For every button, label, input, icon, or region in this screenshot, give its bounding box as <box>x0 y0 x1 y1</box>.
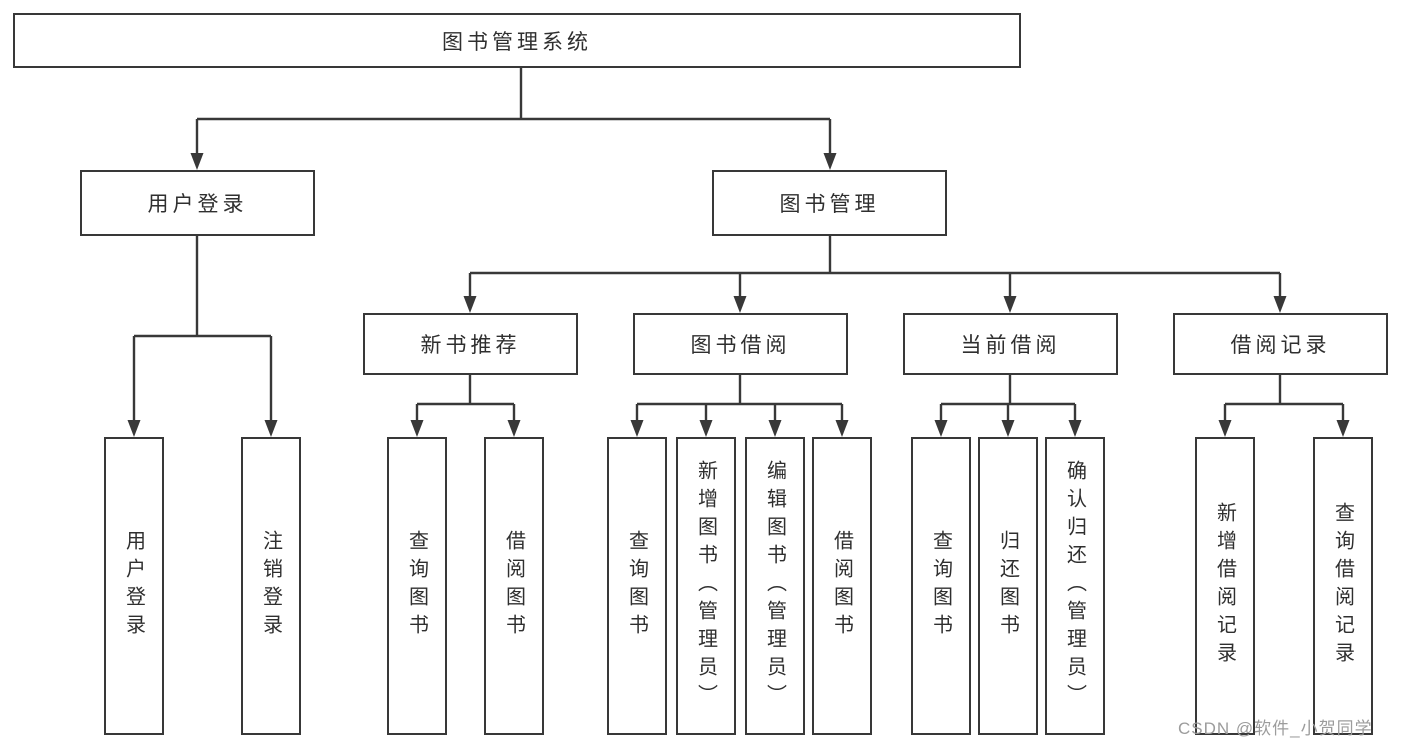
connector-currentborrow-to-leaves <box>939 375 1077 422</box>
leaf-records-query-record: 查询借阅记录 <box>1313 437 1373 735</box>
arrow-down-icon <box>1068 420 1082 437</box>
leaf-newbooks-borrow-book: 借阅图书 <box>484 437 544 735</box>
arrow-down-icon <box>835 420 849 437</box>
node-label: 图书管理 <box>779 193 880 216</box>
leaf-label: 注销登录 <box>259 530 282 642</box>
leaf-current-confirm-return-admin: 确认归还（管理员） <box>1045 437 1105 735</box>
arrow-down-icon <box>463 296 477 313</box>
node-user-login: 用户登录 <box>80 170 315 236</box>
leaf-borrow-edit-book-admin: 编辑图书（管理员） <box>745 437 805 735</box>
node-borrow-records: 借阅记录 <box>1173 313 1388 375</box>
arrow-down-icon <box>768 420 782 437</box>
leaf-label: 新增借阅记录 <box>1213 502 1236 670</box>
node-book-management: 图书管理 <box>712 170 947 236</box>
node-label: 借阅记录 <box>1230 334 1331 357</box>
leaf-label: 借阅图书 <box>830 530 853 642</box>
leaf-label: 新增图书（管理员） <box>694 460 717 712</box>
leaf-current-return-book: 归还图书 <box>978 437 1038 735</box>
arrow-down-icon <box>934 420 948 437</box>
leaf-logout: 注销登录 <box>241 437 301 735</box>
leaf-label: 确认归还（管理员） <box>1063 460 1086 712</box>
connector-bookmgmt-to-level3 <box>468 236 1282 298</box>
leaf-newbooks-query-book: 查询图书 <box>387 437 447 735</box>
node-root-system: 图书管理系统 <box>13 13 1021 68</box>
connector-root-to-level2 <box>195 68 832 155</box>
node-label: 图书借阅 <box>690 334 791 357</box>
node-label: 用户登录 <box>147 193 248 216</box>
leaf-label: 编辑图书（管理员） <box>763 460 786 712</box>
arrow-down-icon <box>1336 420 1350 437</box>
arrow-down-icon <box>1003 296 1017 313</box>
arrow-down-icon <box>699 420 713 437</box>
leaf-label: 查询图书 <box>625 530 648 642</box>
node-label: 新书推荐 <box>420 334 521 357</box>
connector-bookborrow-to-leaves <box>635 375 844 422</box>
arrow-down-icon <box>410 420 424 437</box>
leaf-borrow-query-book: 查询图书 <box>607 437 667 735</box>
leaf-current-query-book: 查询图书 <box>911 437 971 735</box>
connector-borrowrecords-to-leaves <box>1223 375 1345 422</box>
node-new-book-recommend: 新书推荐 <box>363 313 578 375</box>
leaf-label: 归还图书 <box>996 530 1019 642</box>
arrow-down-icon <box>630 420 644 437</box>
leaf-label: 查询借阅记录 <box>1331 502 1354 670</box>
leaf-label: 用户登录 <box>122 530 145 642</box>
leaf-label: 借阅图书 <box>502 530 525 642</box>
node-book-borrow: 图书借阅 <box>633 313 848 375</box>
arrow-down-icon <box>507 420 521 437</box>
arrow-down-icon <box>190 153 204 170</box>
arrow-down-icon <box>127 420 141 437</box>
node-label: 当前借阅 <box>960 334 1061 357</box>
leaf-user-login: 用户登录 <box>104 437 164 735</box>
node-current-borrow: 当前借阅 <box>903 313 1118 375</box>
leaf-borrow-add-book-admin: 新增图书（管理员） <box>676 437 736 735</box>
leaf-borrow-borrow-book: 借阅图书 <box>812 437 872 735</box>
arrow-down-icon <box>1218 420 1232 437</box>
leaf-label: 查询图书 <box>405 530 428 642</box>
connector-newbooks-to-leaves <box>415 375 516 422</box>
connector-userlogin-to-leaves <box>132 236 273 422</box>
arrow-down-icon <box>733 296 747 313</box>
leaf-records-add-record: 新增借阅记录 <box>1195 437 1255 735</box>
arrow-down-icon <box>1001 420 1015 437</box>
arrow-down-icon <box>264 420 278 437</box>
node-label: 图书管理系统 <box>442 30 592 54</box>
arrow-down-icon <box>1273 296 1287 313</box>
arrow-down-icon <box>823 153 837 170</box>
leaf-label: 查询图书 <box>929 530 952 642</box>
watermark: CSDN @软件_小贺同学 <box>1178 719 1373 738</box>
